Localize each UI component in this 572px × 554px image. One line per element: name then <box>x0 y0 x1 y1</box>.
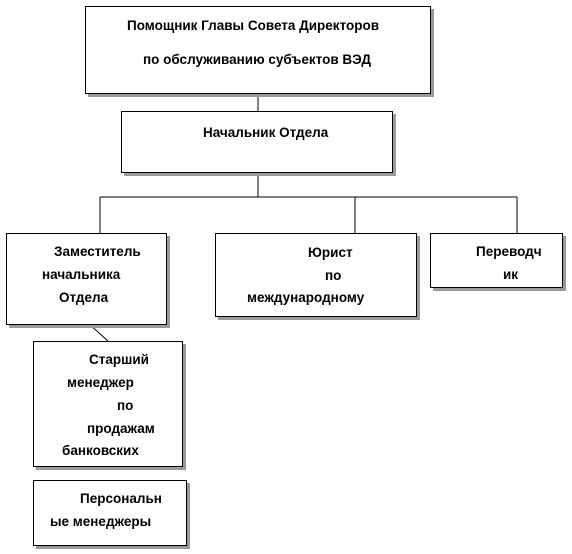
node-head: Начальник Отдела <box>121 111 393 173</box>
node-personal-managers: Персональн ые менеджеры <box>33 480 187 546</box>
node-head-line1: Начальник Отдела <box>203 125 329 140</box>
node-deputy-line2: начальника <box>42 267 121 282</box>
node-assistant-line2: по обслуживанию субъектов ВЭД <box>143 52 372 67</box>
node-deputy-line3: Отдела <box>59 290 109 305</box>
node-lawyer: Юрист по международному <box>215 233 417 317</box>
node-lawyer-line3: международному <box>247 290 365 305</box>
node-senior-manager-line5: банковских <box>62 443 139 458</box>
connector-deputy-senior <box>87 322 109 342</box>
node-deputy-line1: Заместитель <box>54 244 141 259</box>
node-translator-line1: Переводч <box>476 244 542 259</box>
node-lawyer-line1: Юрист <box>308 245 353 260</box>
node-translator-line2: ик <box>503 267 519 282</box>
node-assistant-line1: Помощник Главы Совета Директоров <box>127 18 380 33</box>
node-senior-manager: Старший менеджер по продажам банковских <box>33 341 183 467</box>
node-lawyer-line2: по <box>325 268 342 283</box>
node-assistant: Помощник Главы Совета Директоров по обсл… <box>85 6 431 94</box>
node-personal-managers-line1: Персональн <box>80 491 162 506</box>
node-senior-manager-line4: продажам <box>87 421 155 436</box>
node-translator: Переводч ик <box>430 233 563 288</box>
node-deputy: Заместитель начальника Отдела <box>6 233 167 325</box>
node-senior-manager-line3: по <box>117 398 134 413</box>
node-personal-managers-line2: ые менеджеры <box>50 514 152 529</box>
node-senior-manager-line1: Старший <box>89 352 149 367</box>
node-senior-manager-line2: менеджер <box>67 375 134 390</box>
